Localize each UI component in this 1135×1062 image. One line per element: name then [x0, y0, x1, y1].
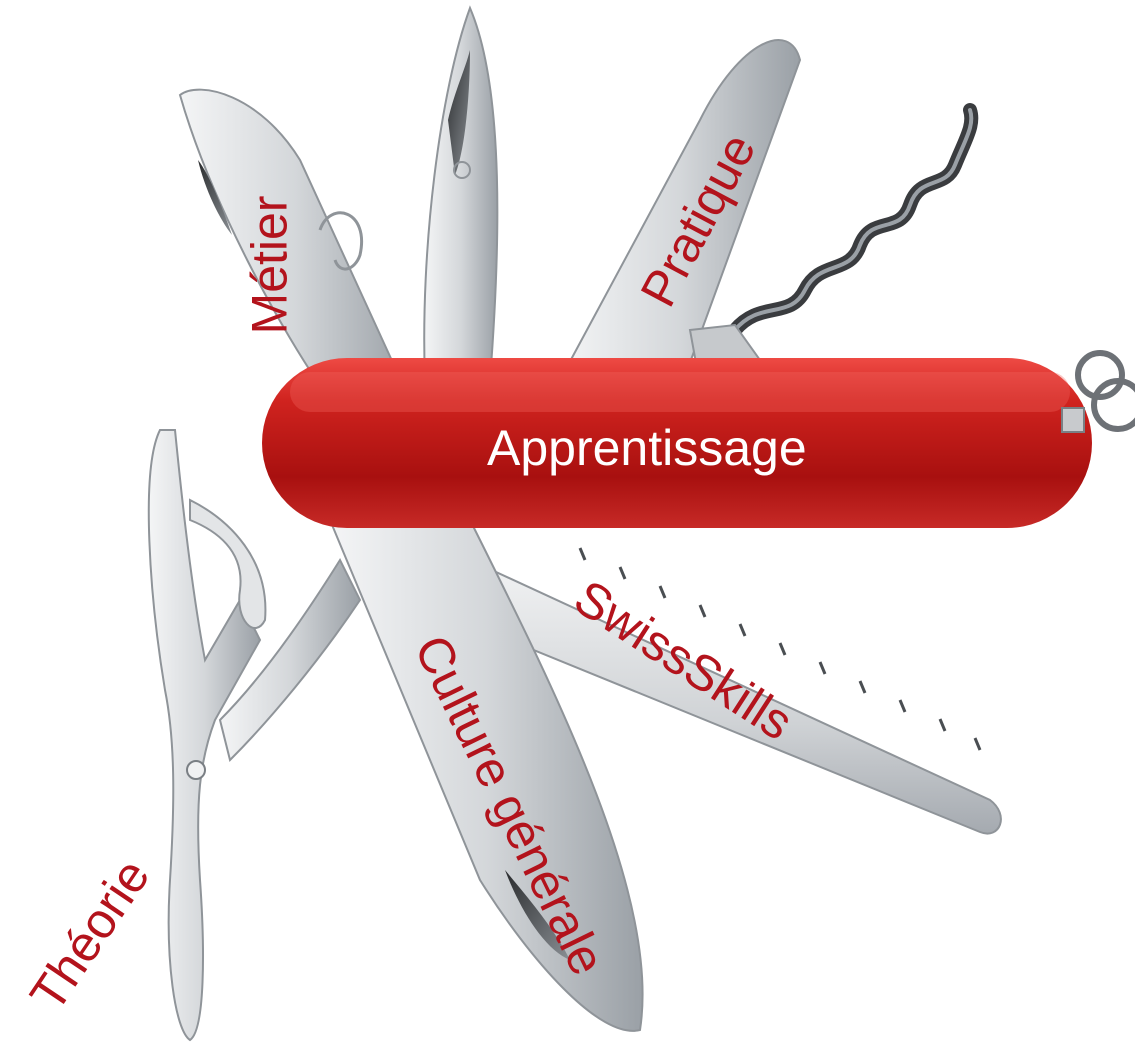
center-title: Apprentissage — [487, 420, 807, 476]
scissors-icon — [147, 429, 362, 1042]
small-blade — [423, 5, 499, 381]
culture-generale-blade — [328, 519, 644, 1032]
knife-handle — [262, 358, 1092, 528]
key-ring-icon — [1075, 350, 1135, 432]
label-metier: Métier — [241, 195, 298, 335]
corkscrew-icon — [728, 103, 979, 337]
pratique-blade — [558, 39, 802, 392]
saw-blade-icon — [458, 558, 1002, 835]
